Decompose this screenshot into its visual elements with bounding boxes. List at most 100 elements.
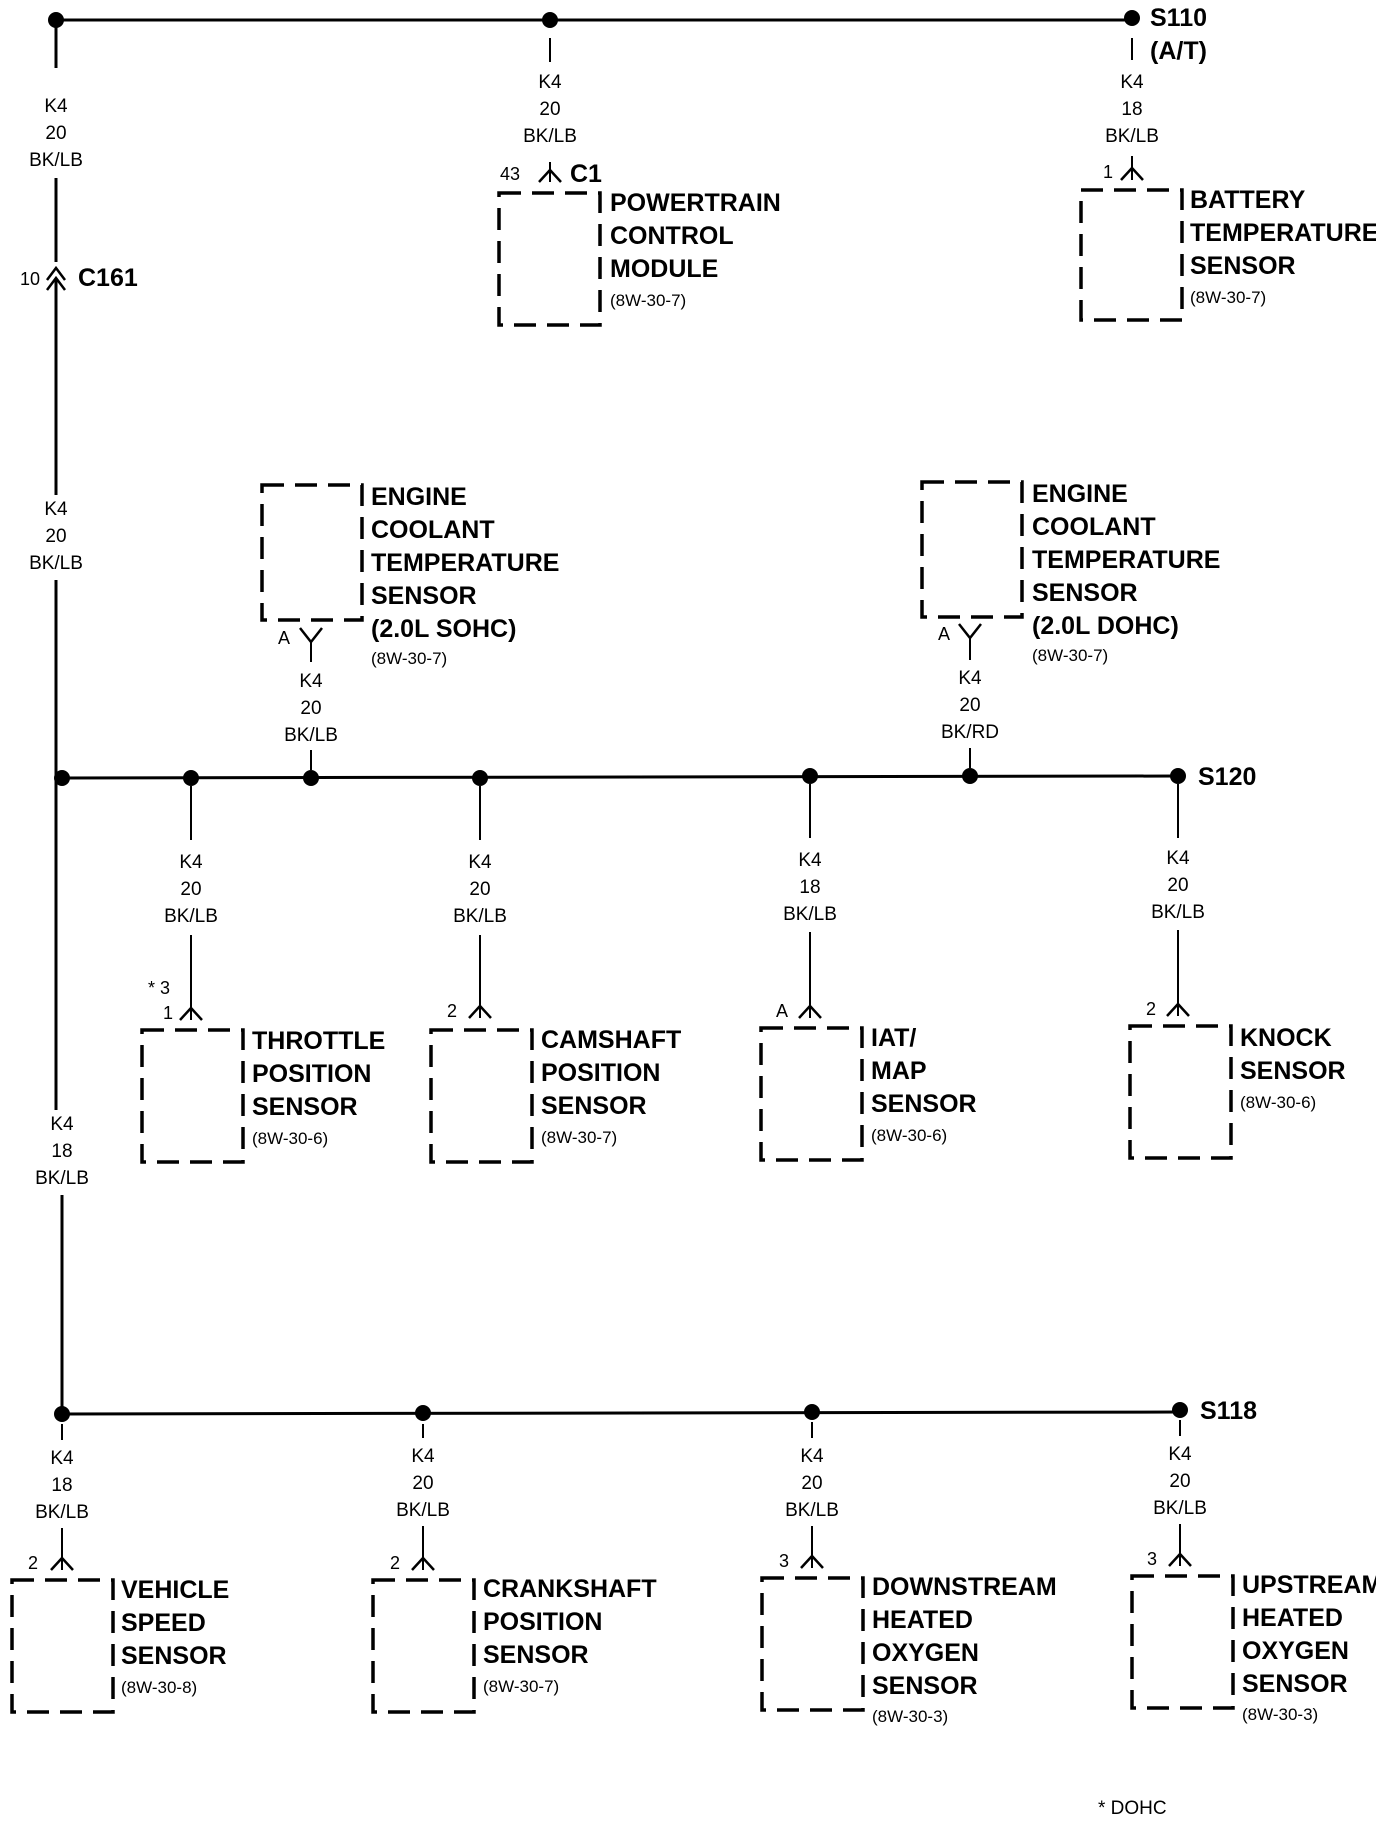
wire-color-label: BK/LB — [164, 906, 218, 927]
ect-sohc-pin: A — [278, 628, 290, 648]
tps-pin: 1 — [163, 1003, 173, 1023]
iat-ref: (8W-30-6) — [871, 1126, 947, 1145]
up-o2-name: OXYGEN — [1242, 1637, 1349, 1665]
battery-sensor-ref: (8W-30-7) — [1190, 288, 1266, 307]
iat-pin: A — [776, 1001, 788, 1021]
vss-pin: 2 — [28, 1553, 38, 1573]
wire-color-label: BK/LB — [29, 150, 83, 171]
cmp-box — [429, 1028, 534, 1164]
ect-dohc-box — [920, 480, 1024, 619]
knock-pin: 2 — [1146, 999, 1156, 1019]
wire-color-label: BK/LB — [35, 1168, 89, 1189]
wire-color-label: BK/LB — [785, 1500, 839, 1521]
splice-dot — [472, 770, 488, 786]
iat-name: MAP — [871, 1057, 927, 1085]
ect-sohc-name: COOLANT — [371, 516, 495, 544]
splice-s120-label: S120 — [1198, 763, 1256, 791]
wire-gauge-label: 18 — [51, 1475, 72, 1496]
down-o2-name: SENSOR — [872, 1672, 978, 1700]
knock-ref: (8W-30-6) — [1240, 1093, 1316, 1112]
wire-circuit-label: K4 — [44, 96, 68, 117]
vss-box — [10, 1578, 115, 1714]
ckp-name: POSITION — [483, 1608, 602, 1636]
tps-pin-alt: * 3 — [148, 978, 170, 998]
ckp-name: CRANKSHAFT — [483, 1575, 657, 1603]
splice-dot-s118 — [1172, 1402, 1188, 1418]
vss-terminal — [50, 1556, 74, 1571]
battery-sensor-name: BATTERY — [1190, 186, 1306, 214]
ect-dohc-terminal — [958, 623, 982, 641]
splice-dot — [962, 768, 978, 784]
ect-sohc-name: TEMPERATURE — [371, 549, 559, 577]
wire-gauge-label: 18 — [51, 1141, 72, 1162]
wire-color-label: BK/LB — [453, 906, 507, 927]
wire-circuit-label: K4 — [958, 668, 982, 689]
cmp-terminal — [468, 1004, 492, 1019]
ect-dohc-name: TEMPERATURE — [1032, 546, 1220, 574]
splice-dot-s110 — [1124, 10, 1140, 26]
cmp-ref: (8W-30-7) — [541, 1128, 617, 1147]
splice-dot — [415, 1405, 431, 1421]
down-o2-box — [760, 1576, 865, 1712]
ect-dohc-name: SENSOR — [1032, 579, 1138, 607]
vss-name: SPEED — [121, 1609, 206, 1637]
ect-dohc-name: ENGINE — [1032, 480, 1128, 508]
wire-gauge-label: 20 — [801, 1473, 822, 1494]
ckp-pin: 2 — [390, 1553, 400, 1573]
knock-terminal — [1166, 1002, 1190, 1017]
wire-circuit-label: K4 — [411, 1446, 435, 1467]
wire-circuit-label: K4 — [468, 852, 492, 873]
ect-dohc-name: (2.0L DOHC) — [1032, 612, 1179, 640]
pcm-name: POWERTRAIN — [610, 189, 781, 217]
splice-dot — [804, 1404, 820, 1420]
ect-dohc-ref: (8W-30-7) — [1032, 646, 1108, 665]
wire-gauge-label: 20 — [959, 695, 980, 716]
wire-circuit-label: K4 — [44, 499, 68, 520]
tps-box — [140, 1028, 245, 1164]
vss-ref: (8W-30-8) — [121, 1678, 197, 1697]
wire-circuit-label: K4 — [1120, 72, 1144, 93]
down-o2-ref: (8W-30-3) — [872, 1707, 948, 1726]
down-o2-terminal — [800, 1554, 824, 1569]
cmp-name: SENSOR — [541, 1092, 647, 1120]
wire-color-label: BK/LB — [1153, 1498, 1207, 1519]
wire-gauge-label: 20 — [469, 879, 490, 900]
up-o2-ref: (8W-30-3) — [1242, 1705, 1318, 1724]
wire-circuit-label: K4 — [1166, 848, 1190, 869]
wire-gauge-label: 20 — [539, 99, 560, 120]
wire-gauge-label: 20 — [412, 1473, 433, 1494]
wire-gauge-label: 20 — [45, 526, 66, 547]
vss-name: VEHICLE — [121, 1576, 229, 1604]
tps-name: SENSOR — [252, 1093, 358, 1121]
knock-name: SENSOR — [1240, 1057, 1346, 1085]
up-o2-box — [1130, 1574, 1235, 1710]
battery-sensor-name: TEMPERATURE — [1190, 219, 1376, 247]
wire-gauge-label: 20 — [180, 879, 201, 900]
middle-bus-wire — [61, 774, 1179, 780]
wire-gauge-label: 18 — [799, 877, 820, 898]
ect-sohc-name: SENSOR — [371, 582, 477, 610]
connector-c161-label: C161 — [78, 264, 138, 292]
battery-sensor-terminal — [1120, 166, 1144, 181]
wire-circuit-label: K4 — [179, 852, 203, 873]
up-o2-pin: 3 — [1147, 1549, 1157, 1569]
wire-circuit-label: K4 — [50, 1448, 74, 1469]
wire-circuit-label: K4 — [800, 1446, 824, 1467]
wire-gauge-label: 20 — [45, 123, 66, 144]
down-o2-name: DOWNSTREAM — [872, 1573, 1057, 1601]
connector-c161-chevron — [46, 265, 66, 281]
splice-dot — [542, 12, 558, 28]
battery-sensor-pin: 1 — [1103, 162, 1113, 182]
ckp-name: SENSOR — [483, 1641, 589, 1669]
wire-color-label: BK/LB — [1151, 902, 1205, 923]
battery-sensor-box — [1079, 188, 1184, 322]
ect-sohc-terminal — [299, 627, 323, 645]
ect-dohc-name: COOLANT — [1032, 513, 1156, 541]
cmp-name: CAMSHAFT — [541, 1026, 681, 1054]
battery-sensor-name: SENSOR — [1190, 252, 1296, 280]
tps-terminal — [179, 1006, 203, 1021]
wire-color-label: BK/LB — [783, 904, 837, 925]
wire-circuit-label: K4 — [538, 72, 562, 93]
down-o2-pin: 3 — [779, 1551, 789, 1571]
up-o2-terminal — [1168, 1552, 1192, 1567]
